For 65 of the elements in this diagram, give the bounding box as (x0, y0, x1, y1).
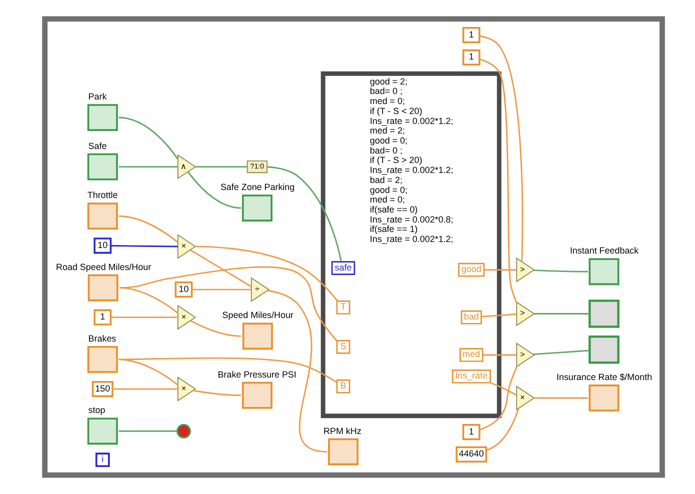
connector (480, 313, 516, 318)
node-label: Brakes (88, 334, 116, 344)
node-box: 1 (93, 309, 112, 326)
connector (483, 269, 516, 271)
connector (195, 166, 247, 168)
connector (267, 290, 327, 452)
cluster (42, 16, 664, 478)
connector (482, 354, 516, 356)
connector (478, 35, 523, 262)
connector (192, 390, 241, 396)
node-box: 1 (462, 27, 480, 44)
node-label: Speed Miles/Hour (222, 310, 293, 320)
node-label: Park (88, 92, 106, 102)
connector (190, 320, 241, 337)
connector (110, 245, 178, 248)
node-label: Throttle (86, 190, 118, 200)
node-box: 1 (462, 424, 480, 440)
connector (118, 357, 337, 384)
node-box: good (458, 262, 484, 277)
connector (119, 287, 178, 314)
node-box: safe (330, 261, 355, 275)
node-label: RPM kHz (323, 426, 361, 436)
node-label: Brake Pressure PSI (217, 369, 296, 380)
connector (534, 397, 588, 399)
connector (118, 215, 178, 243)
connector (478, 366, 517, 430)
node-box: bad (460, 310, 482, 324)
connector (490, 382, 516, 396)
node-box (588, 300, 619, 328)
connector (118, 430, 177, 432)
connector (112, 388, 178, 390)
connector (190, 249, 252, 288)
node-box: 150 (91, 380, 113, 398)
connector (485, 408, 519, 452)
node-label: Safe Zone Parking (220, 182, 294, 192)
connector (110, 316, 178, 318)
connector (478, 58, 517, 304)
connector (534, 313, 590, 314)
node-box: i (94, 452, 110, 467)
node-box: 1 (462, 49, 480, 66)
node-box: 10 (93, 238, 112, 254)
connector (194, 246, 338, 302)
connector (119, 266, 337, 342)
node-label: Insurance Rate $/Month (556, 372, 652, 382)
connector (118, 358, 178, 386)
connector (532, 350, 590, 356)
connector (266, 166, 342, 262)
node-box: T (336, 300, 350, 314)
node-label: stop (88, 405, 105, 416)
node-box: 44640 (455, 446, 487, 463)
node-label: Road Speed Miles/Hour (56, 262, 151, 272)
connector (118, 166, 178, 168)
node-box: 10 (174, 282, 192, 298)
node-box: med (459, 348, 483, 362)
node-label: Instant Feedback (569, 246, 638, 256)
node-box: Ins_rate (451, 370, 490, 384)
node-box (588, 336, 619, 364)
node-circle (176, 424, 190, 438)
connector (186, 171, 241, 209)
connector (118, 116, 178, 160)
connector (192, 288, 251, 290)
connector (533, 270, 588, 272)
node-box: B (336, 379, 350, 394)
node-box: S (336, 340, 350, 354)
node-label: Safe (88, 140, 106, 151)
